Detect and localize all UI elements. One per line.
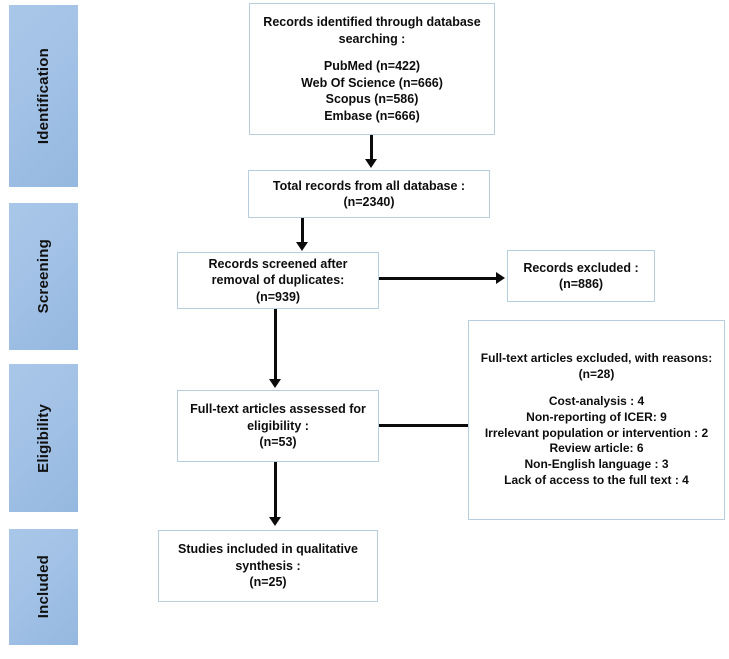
total-records-line2: (n=2340) [343, 195, 395, 209]
records-screened-line3: (n=939) [255, 289, 301, 304]
connector-screened-to-excluded [379, 277, 497, 280]
box-fulltext-excluded: Full-text articles excluded, with reason… [468, 320, 725, 520]
records-screened-line2: removal of duplicates: [211, 273, 345, 288]
studies-included-line2: synthesis : [235, 558, 301, 573]
phase-label-eligibility: Eligibility [35, 403, 52, 473]
phase-bar-included: Included [9, 529, 78, 645]
arrow-screened-to-excluded [496, 272, 505, 284]
total-records-line1: Total records from all database : [272, 178, 466, 193]
box-studies-included: Studies included in qualitative synthesi… [158, 530, 378, 602]
reason-non-reporting-icer: Non-reporting of ICER: 9 [526, 409, 667, 424]
arrow-screened-to-fulltext [269, 379, 281, 388]
fulltext-excluded-line1: Full-text articles excluded, with reason… [480, 351, 713, 366]
reason-cost-analysis: Cost-analysis : 4 [548, 393, 645, 408]
reason-non-english-language: Non-English language : 3 [524, 457, 669, 472]
fulltext-assessed-line2: eligibility : [247, 418, 309, 433]
connector-total-to-screened [301, 218, 304, 245]
records-excluded-line1: Records excluded : [523, 260, 639, 275]
reason-irrelevant-population: Irrelevant population or intervention : … [484, 425, 709, 440]
box-records-identified: Records identified through database sear… [249, 3, 495, 135]
fulltext-assessed-line3: (n=53) [259, 435, 297, 450]
records-identified-heading-line2: searching : [338, 31, 406, 46]
source-web-of-science: Web Of Science (n=666) [301, 75, 443, 90]
connector-screened-to-fulltext [274, 309, 277, 382]
connector-identified-to-total [370, 135, 373, 162]
studies-included-line1: Studies included in qualitative [178, 542, 358, 557]
phase-bar-eligibility: Eligibility [9, 364, 78, 512]
source-embase: Embase (n=666) [324, 108, 420, 123]
phase-bar-screening: Screening [9, 203, 78, 350]
phase-bar-identification: Identification [9, 5, 78, 187]
box-records-screened: Records screened after removal of duplic… [177, 252, 379, 309]
arrow-identified-to-total [365, 159, 377, 168]
connector-fulltext-to-excluded [379, 424, 469, 427]
reason-lack-of-access: Lack of access to the full text : 4 [504, 472, 689, 487]
records-excluded-line2: (n=886) [558, 277, 604, 291]
studies-included-line3: (n=25) [249, 575, 287, 590]
arrow-total-to-screened [296, 242, 308, 251]
source-scopus: Scopus (n=586) [325, 92, 419, 106]
source-pubmed: PubMed (n=422) [323, 59, 421, 73]
fulltext-assessed-line1: Full-text articles assessed for [190, 402, 366, 417]
box-records-excluded: Records excluded : (n=886) [507, 250, 655, 302]
phase-label-included: Included [35, 555, 52, 619]
arrow-fulltext-to-included [269, 517, 281, 526]
fulltext-excluded-line2: (n=28) [578, 367, 615, 382]
box-fulltext-assessed: Full-text articles assessed for eligibil… [177, 390, 379, 462]
phase-label-identification: Identification [35, 47, 52, 145]
box-total-records: Total records from all database : (n=234… [248, 170, 490, 218]
records-screened-line1: Records screened after [208, 256, 348, 271]
reason-review-article: Review article: 6 [549, 441, 644, 456]
records-identified-heading-line1: Records identified through database [263, 15, 481, 29]
phase-label-screening: Screening [35, 239, 52, 314]
connector-fulltext-to-included [274, 462, 277, 520]
